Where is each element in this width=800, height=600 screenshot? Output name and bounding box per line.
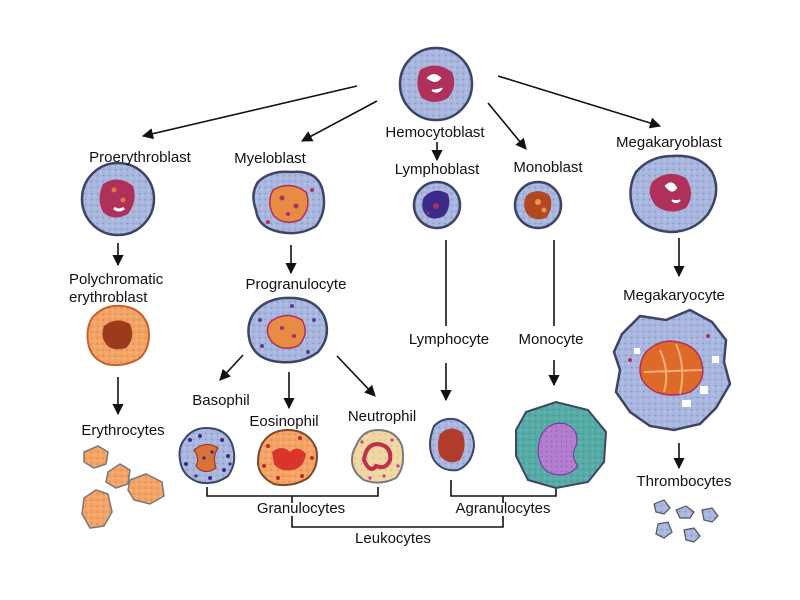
arrow-to-proerythroblast	[141, 85, 358, 140]
polychromatic-erythroblast-cell	[86, 304, 150, 367]
proerythroblast-cell	[80, 161, 156, 237]
basophil-cell	[178, 426, 236, 485]
progranulocyte-cell	[247, 296, 329, 364]
label-myeloblast: Myeloblast	[234, 150, 306, 167]
granulocytes-bracket	[206, 487, 379, 497]
myeloblast-cell	[252, 170, 326, 235]
label-proerythroblast: Proerythroblast	[89, 149, 191, 166]
label-thrombocytes: Thrombocytes	[636, 473, 732, 490]
arrow-to-neutrophil	[336, 355, 376, 397]
label-monoblast: Monoblast	[513, 159, 583, 176]
monoblast-cell	[513, 180, 563, 230]
megakaryoblast-cell	[629, 154, 718, 234]
neutrophil-cell	[350, 428, 405, 484]
erythrocytes-cells	[81, 445, 165, 529]
label-lymphoblast: Lymphoblast	[394, 161, 480, 178]
label-polychromatic-line2: erythroblast	[69, 289, 148, 306]
lymphocyte-cell	[429, 417, 476, 472]
label-megakaryoblast: Megakaryoblast	[616, 134, 722, 151]
hemocytoblast-cell	[398, 46, 474, 122]
lymphoblast-cell	[412, 180, 462, 230]
arrow-to-myeloblast	[301, 100, 378, 142]
label-neutrophil: Neutrophil	[347, 408, 417, 425]
label-basophil: Basophil	[192, 392, 250, 409]
label-monocyte: Monocyte	[518, 331, 584, 348]
leukocytes-bracket	[291, 516, 504, 528]
arrow-to-megakaryoblast	[497, 75, 662, 129]
connector-lines	[112, 75, 685, 528]
label-granulocytes: Granulocytes	[256, 500, 346, 517]
label-eosinophil: Eosinophil	[249, 413, 319, 430]
label-progranulocyte: Progranulocyte	[245, 276, 347, 293]
arrow-to-basophil	[219, 354, 244, 381]
label-polychromatic-line1: Polychromatic	[69, 271, 164, 288]
arrow-to-monoblast	[487, 102, 527, 150]
label-lymphocyte: Lymphocyte	[408, 331, 490, 348]
megakaryocyte-cell	[612, 308, 732, 432]
label-erythrocytes: Erythrocytes	[81, 422, 165, 439]
label-hemocytoblast: Hemocytoblast	[385, 124, 485, 141]
thrombocytes-cells	[653, 499, 719, 543]
label-agranulocytes: Agranulocytes	[455, 500, 551, 517]
eosinophil-cell	[256, 428, 318, 487]
label-leukocytes: Leukocytes	[355, 530, 431, 547]
monocyte-cell	[515, 400, 608, 490]
label-megakaryocyte: Megakaryocyte	[623, 287, 725, 304]
